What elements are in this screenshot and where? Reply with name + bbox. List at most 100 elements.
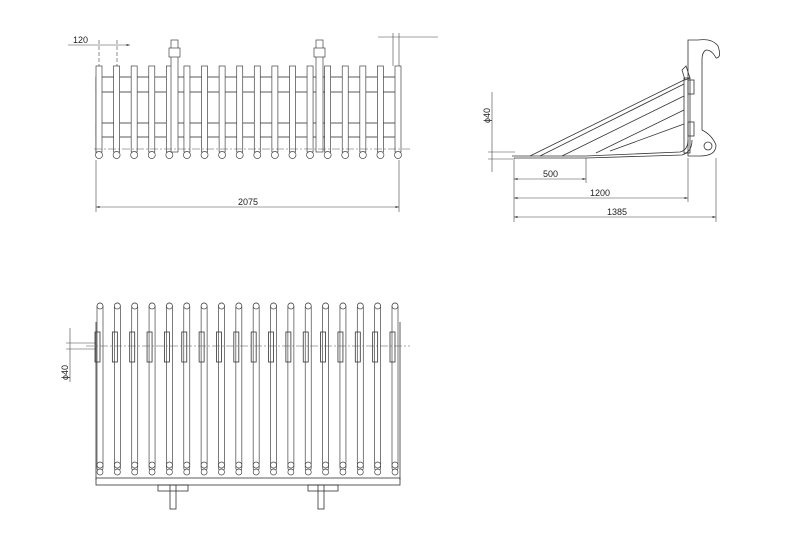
tine: [322, 302, 329, 472]
tine: [252, 302, 260, 472]
tine-end: [304, 468, 312, 476]
rear-bar: [95, 477, 401, 486]
tine-end: [183, 151, 191, 159]
tine-end: [339, 461, 347, 469]
diagonal-tine: [539, 83, 685, 157]
tine-end: [166, 461, 173, 469]
tine-tip: [148, 302, 156, 310]
front-tines: [95, 65, 402, 159]
tine-end: [183, 468, 191, 476]
tine-bracket: [146, 331, 153, 363]
tine-bracket: [389, 331, 396, 363]
tine-end: [235, 151, 244, 159]
tine: [374, 302, 381, 472]
tine-end: [95, 151, 103, 159]
tine-end: [270, 461, 277, 469]
upper-crossbar: [95, 76, 401, 93]
tine-end: [218, 151, 226, 159]
top-view: ϕ40: [60, 302, 410, 510]
tine-end: [341, 151, 350, 159]
tine: [356, 302, 364, 472]
tine-end: [323, 151, 332, 159]
tine: [201, 65, 208, 153]
tine-end: [218, 468, 225, 476]
tine-end: [165, 151, 174, 159]
tine-tip: [218, 302, 225, 310]
tine-end: [287, 468, 295, 476]
tine: [306, 65, 314, 153]
front-view: 120 2075: [68, 33, 438, 212]
hitch-pin-hole: [703, 141, 713, 151]
tine-tip: [339, 302, 347, 310]
back-upright: [683, 77, 691, 154]
mount-post-left: [170, 39, 179, 153]
tine-tip: [287, 302, 295, 310]
side-view: ϕ40 500 1200 1385: [482, 39, 720, 222]
tine: [96, 302, 104, 472]
tine-end: [270, 468, 277, 476]
diagonal-tine: [561, 95, 685, 157]
tine: [289, 65, 296, 153]
mount-post-right: [315, 39, 324, 153]
tine-end: [306, 151, 314, 159]
dim-120-label: 120: [73, 35, 88, 45]
tine-tip: [356, 302, 364, 310]
tine: [304, 302, 312, 472]
tine: [113, 65, 120, 153]
tine: [236, 65, 244, 153]
tine-bracket: [285, 331, 292, 363]
tine-end: [356, 468, 364, 476]
tine-end: [183, 461, 191, 469]
tine-bracket: [198, 331, 205, 363]
tine-end: [252, 461, 260, 469]
tine: [324, 65, 331, 153]
top-tines: [94, 302, 399, 476]
tine-end: [148, 461, 156, 469]
tine-end: [131, 468, 139, 476]
tine-end: [376, 151, 385, 159]
tine: [148, 65, 156, 153]
tine-end: [200, 468, 208, 476]
tine: [377, 65, 384, 153]
tine: [131, 302, 139, 472]
tine-bracket: [216, 331, 222, 363]
tine-end: [235, 468, 243, 476]
tine-end: [147, 151, 156, 159]
tine: [218, 65, 226, 153]
diagonal-tine: [529, 79, 685, 157]
tine-bracket: [320, 331, 326, 363]
tine-tip: [235, 302, 243, 310]
tine-end: [358, 151, 367, 159]
tine-tip: [270, 302, 277, 310]
tine-tip: [96, 302, 104, 310]
tine: [270, 302, 277, 472]
tine-bracket: [372, 331, 379, 363]
floor-tine: [512, 139, 689, 157]
tine-end: [96, 468, 104, 476]
tine-tip: [183, 302, 191, 310]
tine-tip: [114, 302, 121, 310]
hitch-plate: [687, 39, 720, 157]
tine: [148, 302, 156, 472]
dim-diameter-label: ϕ40: [60, 365, 70, 380]
tine: [200, 302, 208, 472]
lower-crossbar: [95, 122, 401, 138]
tine-bracket: [354, 331, 361, 363]
tine-tip: [131, 302, 139, 310]
mount-bracket-left: [157, 484, 189, 492]
mount-hook-right: [313, 47, 326, 58]
tine-end: [374, 461, 381, 469]
tine-end: [253, 151, 262, 159]
tine-end: [391, 461, 399, 469]
tine: [271, 65, 279, 153]
tine-tip: [200, 302, 208, 310]
tine-end: [131, 461, 139, 469]
tine-end: [271, 151, 279, 159]
tine-end: [252, 468, 260, 476]
mount-hook-left: [168, 47, 181, 58]
tine-bracket: [111, 331, 118, 363]
tine-end: [339, 468, 347, 476]
tine-end: [394, 151, 402, 159]
tine-bracket: [250, 331, 257, 363]
tine-tip: [252, 302, 260, 310]
